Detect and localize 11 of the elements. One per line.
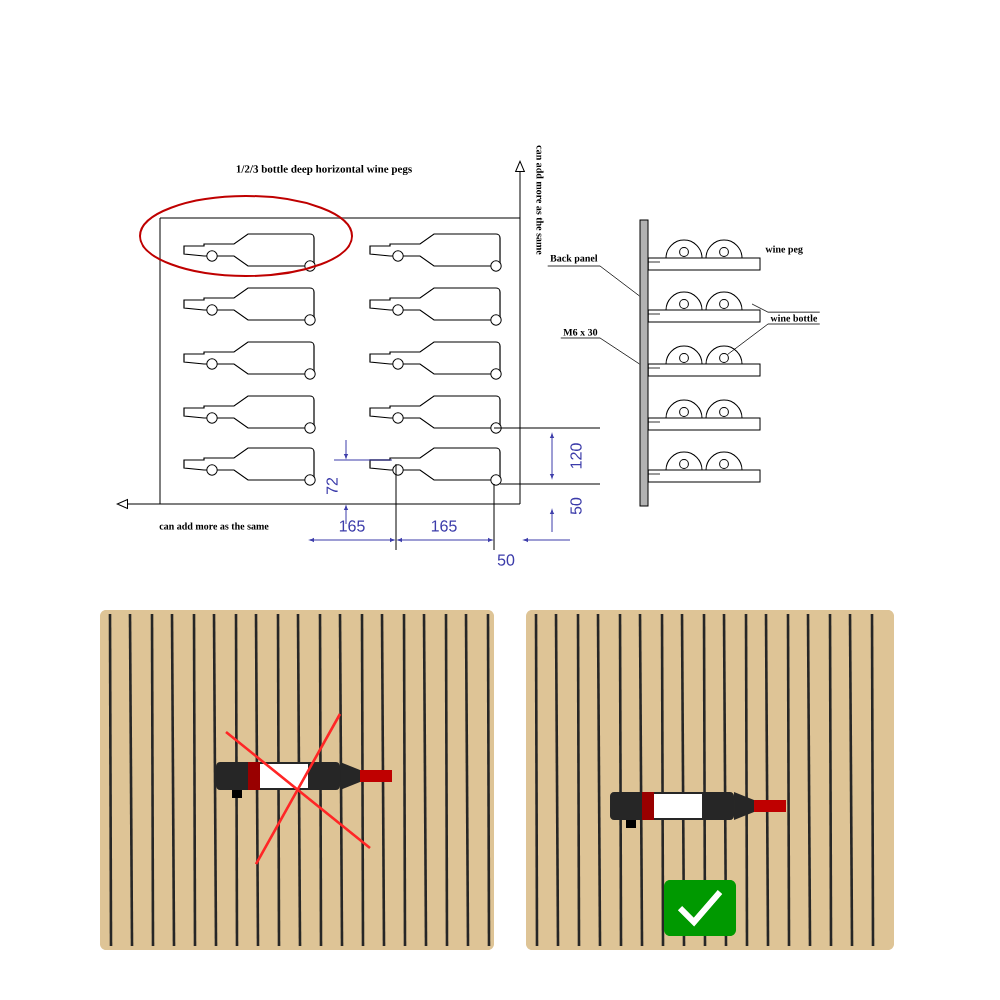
dimension-text: 120 xyxy=(570,443,582,469)
dimension-text: 165 xyxy=(339,520,365,532)
dimension-text: 50 xyxy=(497,554,515,566)
leader-line xyxy=(751,303,821,313)
dimension-text: 72 xyxy=(326,477,338,495)
dimension-text: 50 xyxy=(570,497,582,515)
leader-line xyxy=(547,265,640,297)
leader-line xyxy=(727,323,821,355)
back-panel-bar xyxy=(639,219,649,507)
dimension-text: 165 xyxy=(431,520,457,532)
leader-line xyxy=(560,337,640,365)
